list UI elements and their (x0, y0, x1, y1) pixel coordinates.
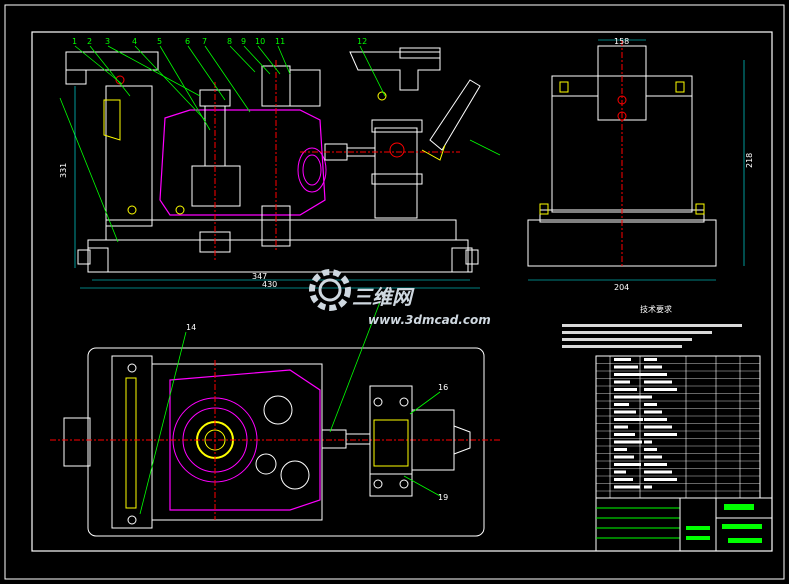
bom-cell-text (644, 395, 652, 399)
balloon-14: 14 (186, 323, 196, 332)
front-view: 430 347 331 (59, 45, 501, 289)
bom-cell-text (644, 403, 657, 406)
dim-overall-width: 430 (262, 280, 277, 289)
bom-cell-text (614, 448, 627, 451)
balloon-number: 6 (185, 37, 190, 46)
bom-cell-text (614, 410, 636, 414)
balloon-number: 7 (202, 37, 207, 46)
bom-cell-text (644, 418, 667, 421)
tech-req-title: 技术要求 (640, 304, 672, 314)
bom-cell-text (644, 485, 652, 489)
bom-cell-text (644, 470, 672, 474)
drawing-border-inner (31, 31, 773, 552)
base-plate (87, 239, 469, 273)
balloon-number: 10 (255, 37, 265, 46)
bom-cell-text (614, 470, 626, 474)
left-support (105, 85, 153, 227)
dim-side-top: 158 (614, 37, 629, 46)
dim-side-width: 204 (614, 283, 629, 292)
bom-cell-text (614, 425, 628, 429)
drawing-border-outer (4, 4, 785, 580)
title-block (595, 497, 773, 552)
bom-cell-text (644, 433, 677, 436)
bom-cell-text (614, 418, 643, 421)
balloon-number: 12 (357, 37, 367, 46)
dim-height: 331 (59, 163, 68, 178)
bom-cell-text (614, 440, 642, 444)
bom-cell-text (644, 380, 672, 384)
top-view: 14 15 16 19 (50, 293, 500, 537)
bom-cell-text (644, 388, 677, 391)
side-view: 204 158 218 (527, 37, 754, 292)
bom-cell-text (614, 478, 633, 481)
workpiece-top (169, 369, 321, 511)
bom-cell-text (614, 365, 638, 369)
balloon-number: 9 (241, 37, 246, 46)
dim-side-height: 218 (745, 153, 754, 168)
bom-cell-text (614, 380, 630, 384)
bom-cell-text (614, 358, 631, 361)
bom-cell-text (644, 463, 667, 466)
balloon-number: 3 (105, 37, 110, 46)
balloon-19: 19 (438, 493, 448, 502)
bom-cell-text (614, 388, 637, 391)
bom-cell-text (644, 455, 662, 459)
bom-cell-text (614, 373, 645, 376)
balloon-number: 5 (157, 37, 162, 46)
dim-inner-width: 347 (252, 272, 267, 281)
watermark-brand: 三维网 (352, 285, 415, 309)
tech-requirements: 技术要求 (562, 304, 742, 348)
bom-cell-text (614, 395, 644, 399)
bom-cell-text (614, 455, 634, 459)
workpiece-front (159, 109, 326, 216)
bom-cell-text (644, 358, 657, 361)
bom-cell-text (614, 463, 641, 466)
bom-cell-text (644, 478, 677, 481)
balloon-16: 16 (438, 383, 448, 392)
bom-cell-text (614, 485, 640, 489)
bom-cell-text (644, 365, 662, 369)
bom-table (595, 355, 761, 499)
watermark-url: www.3dmcad.com (368, 313, 491, 327)
balloon-15: 15 (376, 293, 386, 302)
watermark: 三维网 www.3dmcad.com (309, 269, 491, 327)
bom-cell-text (644, 425, 672, 429)
balloon-number: 11 (275, 37, 285, 46)
balloon-number: 2 (87, 37, 92, 46)
bom-cell-text (614, 403, 629, 406)
bom-cell-text (644, 373, 667, 376)
balloon-number: 4 (132, 37, 137, 46)
bom-cell-text (644, 410, 662, 414)
gear-logo-icon (309, 269, 351, 311)
bom-cell-text (614, 433, 635, 436)
balloon-number: 8 (227, 37, 232, 46)
balloon-number: 1 (72, 37, 77, 46)
bom-cell-text (644, 440, 652, 444)
bom-cell-text (644, 448, 657, 451)
